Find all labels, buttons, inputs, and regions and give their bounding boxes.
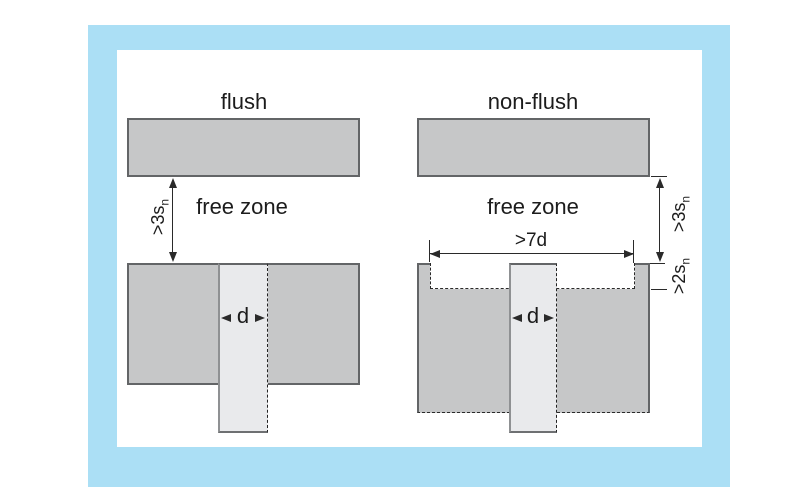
tick-line-plate-bottom <box>651 176 667 177</box>
diameter-label-non-flush: d <box>526 303 540 328</box>
recess-depth-label: >2sn <box>669 257 693 295</box>
tick-line-recess-floor <box>651 289 667 290</box>
arrow-right-icon <box>624 250 634 258</box>
clearance-label-flush: >3sn <box>148 198 172 236</box>
lip-edge-left <box>417 263 430 265</box>
free-zone-label-flush: free zone <box>196 194 288 219</box>
recess-width-label: >7d <box>514 230 548 251</box>
sensor-non-flush <box>509 263 557 433</box>
arrow-left-icon <box>512 314 522 322</box>
target-plate-flush <box>127 118 360 177</box>
clearance-label-non-flush: >3sn <box>669 195 693 233</box>
non-flush-title: non-flush <box>487 89 579 114</box>
arrow-up-icon <box>656 178 664 188</box>
arrow-right-icon <box>544 314 554 322</box>
dimension-line <box>172 181 173 259</box>
dimension-line <box>430 253 634 254</box>
target-plate-non-flush <box>417 118 650 177</box>
tick-line-lip-top <box>650 263 665 264</box>
arrow-right-icon <box>255 314 265 322</box>
arrow-down-icon <box>169 252 177 262</box>
diameter-label-flush: d <box>236 303 250 328</box>
lip-edge-right <box>635 263 650 265</box>
dimension-line <box>659 181 660 259</box>
arrow-down-icon <box>656 252 664 262</box>
arrow-up-icon <box>169 178 177 188</box>
sensor-flush <box>218 263 268 433</box>
flush-title: flush <box>220 89 268 114</box>
extension-line-left <box>429 240 430 262</box>
free-zone-label-non-flush: free zone <box>487 194 579 219</box>
arrow-left-icon <box>221 314 231 322</box>
arrow-left-icon <box>430 250 440 258</box>
